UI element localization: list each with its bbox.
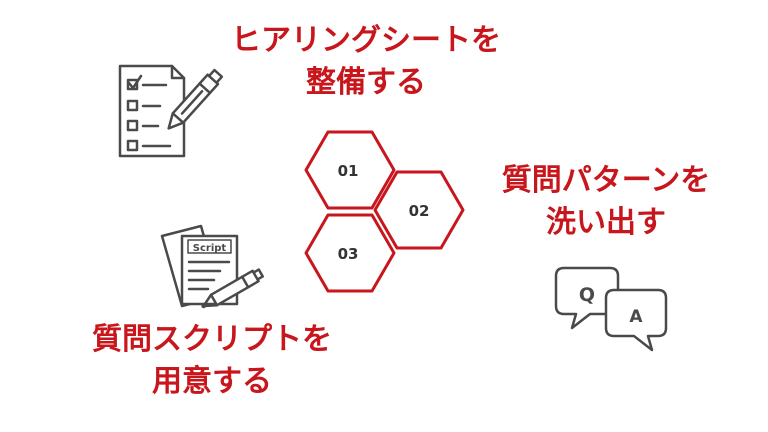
- step-1-label-line1: ヒアリングシートを: [231, 23, 501, 58]
- step-1-label-line2: 整備する: [306, 65, 426, 100]
- step-2-label: 質問パターンを 洗い出す: [470, 160, 742, 244]
- script-label: Script: [193, 243, 227, 254]
- hexagon-03: 03: [304, 213, 396, 293]
- qa-a-letter: A: [629, 307, 643, 327]
- step-3-label: 質問スクリプトを 用意する: [52, 319, 372, 403]
- hexagon-02: 02: [373, 170, 465, 250]
- step-2-label-line2: 洗い出す: [546, 205, 666, 240]
- step-3-label-line1: 質問スクリプトを: [92, 322, 332, 357]
- hexagon-01: 01: [304, 130, 396, 210]
- hexagon-03-number: 03: [338, 245, 359, 263]
- hexagon-02-number: 02: [409, 202, 430, 220]
- hexagon-01-number: 01: [338, 162, 359, 180]
- qa-chat-icon: Q A: [554, 266, 668, 352]
- qa-q-letter: Q: [579, 284, 595, 306]
- step-3-label-line2: 用意する: [152, 364, 272, 399]
- checklist-pencil-icon: [118, 64, 224, 158]
- step-2-label-line1: 質問パターンを: [501, 163, 711, 198]
- script-document-icon: Script: [160, 224, 265, 309]
- step-1-label: ヒアリングシートを 整備する: [196, 20, 536, 104]
